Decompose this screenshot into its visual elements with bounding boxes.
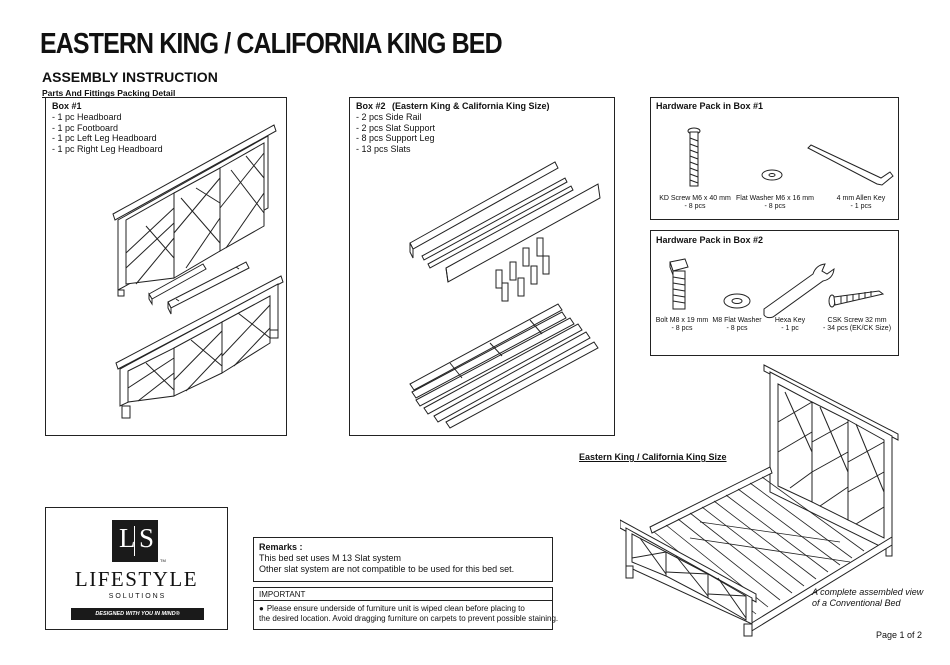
box1-item: - 1 pc Footboard xyxy=(52,122,119,133)
remarks-box: Remarks : This bed set uses M 13 Slat sy… xyxy=(253,537,553,582)
assembled-footboard-icon xyxy=(620,519,757,637)
important-box: IMPORTANT ●Please ensure underside of fu… xyxy=(253,587,558,630)
assembled-view-label: Eastern King / California King Size xyxy=(579,452,727,462)
slat-support-icon xyxy=(421,177,574,269)
hw1-item-qty: - 8 pcs xyxy=(764,203,786,210)
box1-item: - 1 pc Headboard xyxy=(52,112,122,122)
allen-key-icon xyxy=(807,144,894,186)
hardware-box1-illustration xyxy=(687,127,894,187)
brand-tagline: DESIGNED WITH YOU IN MIND® xyxy=(71,608,204,620)
box1-parts-illustration xyxy=(112,124,284,419)
hw2-item-qty: - 34 pcs (EK/CK Size) xyxy=(822,325,892,332)
remarks-line2: Other slat system are not compatible to … xyxy=(259,564,515,574)
brand-mark-divider xyxy=(134,526,135,556)
hw2-item-name: M8 Flat Washer xyxy=(712,317,762,324)
kd-screw-icon xyxy=(687,127,701,187)
csk-screw-icon xyxy=(828,290,885,308)
support-leg-icon xyxy=(495,237,550,302)
box1-item: - 1 pc Right Leg Headboard xyxy=(52,143,163,154)
hardware-box1-heading: Hardware Pack in Box #1 xyxy=(656,101,764,111)
section-label: Parts And Fittings Packing Detail xyxy=(42,88,176,98)
important-heading: IMPORTANT xyxy=(259,590,306,599)
hw2-item-qty: - 8 pcs xyxy=(726,325,748,332)
hw1-item-name: KD Screw M6 x 40 mm xyxy=(659,195,731,202)
assembled-caption-line1: A complete assembled view xyxy=(812,587,924,597)
hw1-item-name: Flat Washer M6 x 16 mm xyxy=(736,195,814,202)
headboard-icon xyxy=(112,124,277,297)
wrench-icon xyxy=(763,263,835,319)
hardware-box2-heading: Hardware Pack in Box #2 xyxy=(656,235,764,245)
hw2-item-qty: - 8 pcs xyxy=(671,325,693,332)
brand-subname: S O L U T I O N S xyxy=(108,593,165,600)
brand-trademark: TM xyxy=(160,558,166,563)
hw1-item-name: 4 mm Allen Key xyxy=(836,195,886,202)
box2-parts-illustration xyxy=(409,161,601,429)
document-title: EASTERN KING / CALIFORNIA KING BED xyxy=(40,28,503,60)
box1-item: - 1 pc Left Leg Headboard xyxy=(52,133,157,143)
box2-item: - 2 pcs Side Rail xyxy=(356,112,422,122)
important-line2: the desired location. Avoid dragging fur… xyxy=(259,614,559,623)
bullet-icon: ● xyxy=(259,604,264,613)
assembled-caption-line2: of a Conventional Bed xyxy=(812,598,901,608)
hardware-box1-panel: Hardware Pack in Box #1 KD Screw M6 x 40… xyxy=(650,97,899,220)
box2-heading-suffix: (Eastern King & California King Size) xyxy=(392,101,550,111)
box2-panel: Box #2 (Eastern King & California King S… xyxy=(349,97,615,436)
document-subtitle: ASSEMBLY INSTRUCTION xyxy=(42,69,218,85)
brand-mark-l: L xyxy=(119,523,136,553)
hw2-item-name: CSK Screw 32 mm xyxy=(827,317,887,324)
box2-item: - 13 pcs Slats xyxy=(356,143,411,154)
box2-item: - 8 pcs Support Leg xyxy=(356,133,435,143)
box1-heading: Box #1 xyxy=(52,101,82,111)
assembled-headboard-icon xyxy=(763,364,899,557)
hw2-item-qty: - 1 pc xyxy=(781,325,799,332)
assembled-bed-illustration xyxy=(620,364,899,637)
box1-panel: Box #1 - 1 pc Headboard - 1 pc Footboard… xyxy=(45,97,287,436)
hw2-item-name: Hexa Key xyxy=(774,317,806,324)
hw1-item-qty: - 8 pcs xyxy=(684,203,706,210)
bolt-icon xyxy=(669,258,689,310)
footboard-icon xyxy=(115,275,284,419)
hw1-item-qty: - 1 pcs xyxy=(850,203,872,210)
assembled-rails-icon xyxy=(649,466,893,633)
important-line1: Please ensure underside of furniture uni… xyxy=(266,604,525,613)
remarks-line1: This bed set uses M 13 Slat system xyxy=(259,553,402,563)
brand-mark-s: S xyxy=(139,523,155,553)
brand-logo-box: L S TM LIFESTYLE S O L U T I O N S DESIG… xyxy=(45,507,228,630)
brand-mark: L S xyxy=(112,520,158,562)
hardware-box2-illustration xyxy=(669,258,885,319)
important-divider xyxy=(254,600,552,601)
page-number: Page 1 of 2 xyxy=(876,630,923,640)
hardware-box2-panel: Hardware Pack in Box #2 xyxy=(650,230,899,356)
slats-icon xyxy=(409,303,599,429)
box2-heading: Box #2 xyxy=(356,101,386,111)
washer-icon xyxy=(723,293,751,309)
flat-washer-icon xyxy=(761,169,783,181)
leg-pieces-icon xyxy=(148,261,250,315)
brand-name: LIFESTYLE xyxy=(74,567,199,591)
box2-item: - 2 pcs Slat Support xyxy=(356,122,436,133)
side-rail-icon xyxy=(409,161,601,283)
hw2-item-name: Bolt M8 x 19 mm xyxy=(655,317,709,324)
remarks-heading: Remarks : xyxy=(259,542,303,552)
